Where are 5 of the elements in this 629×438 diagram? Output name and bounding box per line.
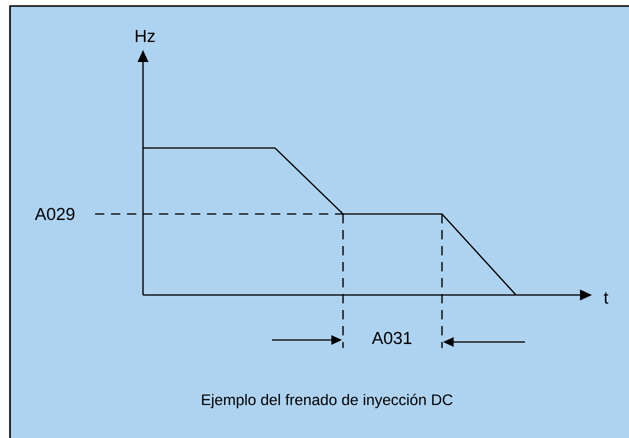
caption: Ejemplo del frenado de inyección DC bbox=[202, 394, 452, 408]
level-label: A029 bbox=[34, 208, 74, 220]
time-label: A031 bbox=[372, 332, 412, 344]
axis-label: t bbox=[604, 292, 608, 304]
axis-label: Hz bbox=[136, 30, 155, 42]
